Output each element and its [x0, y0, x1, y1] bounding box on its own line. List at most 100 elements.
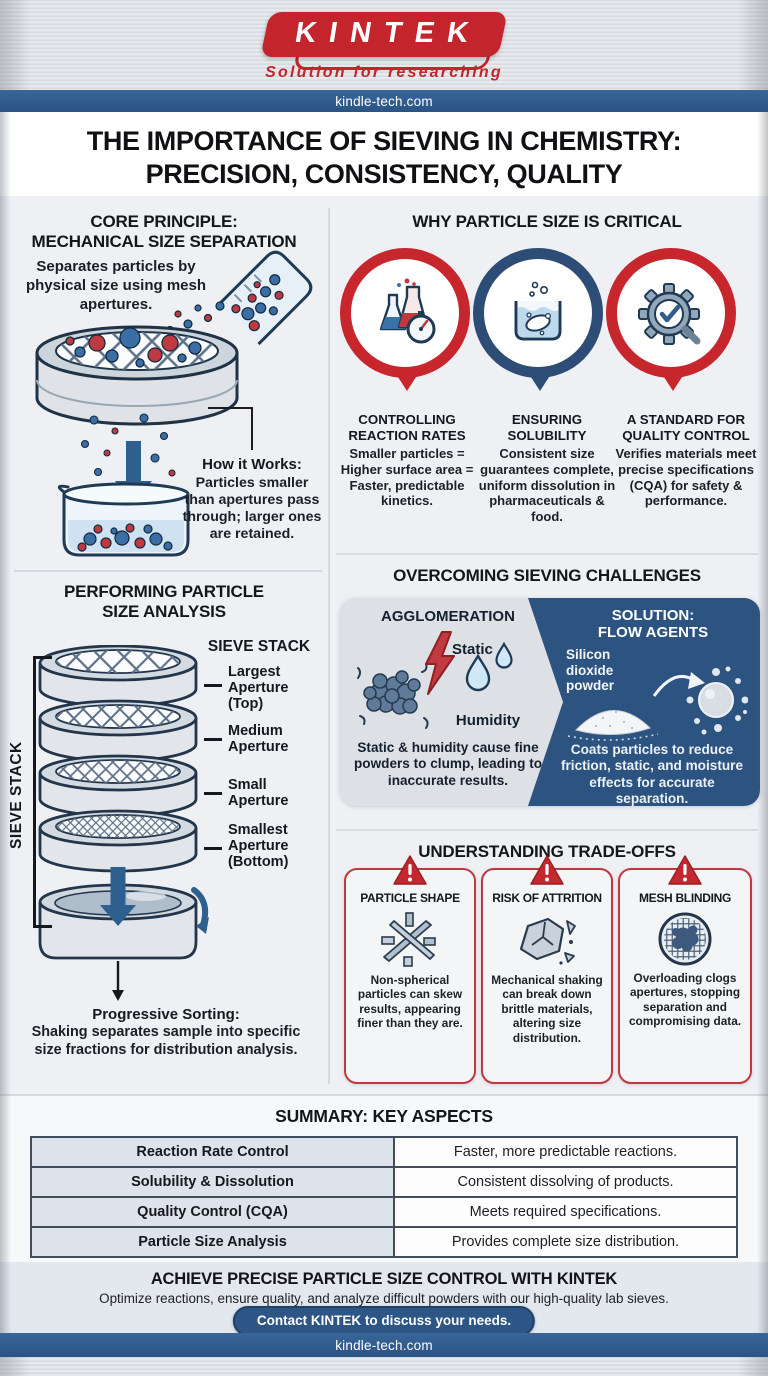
website-link[interactable]: kindle-tech.com: [335, 1337, 433, 1353]
stack-label-small: Small Aperture: [228, 777, 289, 810]
logo-text: KINTEK: [292, 17, 484, 49]
pouring-beaker: [217, 250, 313, 346]
page-title: THE IMPORTANCE OF SIEVING IN CHEMISTRY: …: [20, 125, 748, 192]
tick-3: [204, 792, 222, 795]
caption-title: ENSURING SOLUBILITY: [507, 412, 587, 443]
sieve-drum: [35, 325, 239, 426]
agglomeration-title: AGGLOMERATION: [381, 608, 515, 625]
left-divider: [14, 570, 322, 572]
curved-arrow-head: [196, 917, 209, 934]
circle-pointer: [662, 374, 684, 391]
size-analysis-heading: PERFORMING PARTICLE SIZE ANALYSIS: [64, 582, 264, 622]
summary-benefit: Meets required specifications.: [395, 1198, 736, 1226]
sieving-illustration: [35, 250, 313, 557]
how-it-works-text: Particles smaller than apertures pass th…: [182, 475, 322, 543]
solubility-caption: ENSURING SOLUBILITY Consistent size guar…: [477, 412, 617, 524]
humidity-label: Humidity: [455, 712, 521, 729]
caption-text: Verifies materials meet precise specific…: [615, 446, 757, 509]
core-principle-description: Separates particles by physical size usi…: [25, 258, 207, 313]
progressive-sorting-label: Progressive Sorting:: [92, 1006, 240, 1023]
summary-aspect: Particle Size Analysis: [32, 1228, 393, 1256]
summary-benefit: Provides complete size distribution.: [395, 1228, 736, 1256]
sieve-1: [38, 645, 198, 708]
sieve-stack-title: SIEVE STACK: [207, 638, 311, 655]
collection-beaker: [57, 482, 190, 557]
flasks-stopwatch-icon: [379, 278, 436, 344]
droplets-icon: [465, 641, 513, 692]
top-website-bar: kindle-tech.com: [0, 90, 768, 112]
page-title-line2: PRECISION, CONSISTENCY, QUALITY: [145, 159, 623, 190]
stack-label-smallest: Smallest Aperture (Bottom): [228, 822, 289, 871]
brand-logo: KINTEK Solution for researching: [0, 12, 768, 82]
warning-icon: [393, 855, 427, 885]
website-link[interactable]: kindle-tech.com: [335, 93, 433, 109]
flow-agent-label: Silicon dioxide powder: [566, 647, 615, 694]
cracked-rock-icon: [519, 917, 576, 965]
caption-title: CONTROLLING REACTION RATES: [348, 412, 466, 443]
quality-control-circle: [606, 248, 740, 398]
page-title-line1: THE IMPORTANCE OF SIEVING IN CHEMISTRY:: [86, 126, 682, 156]
gear-check-magnifier-icon: [638, 283, 701, 345]
stack-down-arrow-icon: [100, 867, 136, 926]
card-title: RISK OF ATTRITION: [492, 891, 602, 905]
sieve-3: [38, 754, 198, 818]
stack-bracket: [33, 656, 52, 928]
how-it-works-label: How it Works:: [202, 456, 302, 473]
cta-subtext: Optimize reactions, ensure quality, and …: [99, 1291, 669, 1306]
logo-box: KINTEK: [260, 12, 508, 57]
warning-icon: [530, 855, 564, 885]
card-text: Non-spherical particles can skew results…: [357, 973, 463, 1031]
solution-title: SOLUTION: FLOW AGENTS: [597, 607, 709, 642]
flow-agent-icons: [567, 666, 748, 741]
attrition-card: RISK OF ATTRITION Mechanical shaking can…: [481, 855, 613, 1084]
reaction-rates-circle: [340, 248, 474, 398]
card-text: Mechanical shaking can break down brittl…: [491, 973, 603, 1045]
card-text: Overloading clogs apertures, stopping se…: [628, 971, 742, 1029]
summary-aspect: Solubility & Dissolution: [32, 1168, 393, 1196]
cta-heading: ACHIEVE PRECISE PARTICLE SIZE CONTROL WI…: [150, 1270, 618, 1288]
falling-particles: [80, 413, 176, 477]
leader-line: [208, 407, 253, 450]
circle-pointer: [396, 374, 418, 391]
needle-particles-icon: [381, 912, 436, 967]
stack-label-medium: Medium Aperture: [228, 723, 289, 756]
sieve-4: [38, 809, 198, 873]
sieve-2: [38, 699, 198, 763]
sieve-stack-illustration: [38, 645, 209, 1001]
warning-icon: [668, 855, 702, 885]
right-divider-1: [336, 553, 758, 555]
particle-shape-card: PARTICLE SHAPE Non-spherical particles c…: [344, 855, 476, 1084]
caption-title: A STANDARD FOR QUALITY CONTROL: [622, 412, 750, 443]
powder-pile-icon: [567, 710, 659, 741]
solubility-circle: [473, 248, 607, 398]
circle-pointer: [529, 374, 551, 391]
clogged-mesh-icon: [658, 912, 712, 966]
stack-label-largest: Largest Aperture (Top): [228, 664, 289, 713]
tick-1: [204, 684, 222, 687]
card-title: PARTICLE SHAPE: [360, 891, 460, 905]
sieve-stack-side-label: SIEVE STACK: [8, 741, 25, 849]
caption-text: Consistent size guarantees complete, uni…: [478, 446, 616, 524]
dissolution-beaker-icon: [514, 281, 562, 341]
tradeoffs-heading: UNDERSTANDING TRADE-OFFS: [418, 842, 676, 861]
coating-arrow-icon: [652, 675, 695, 697]
title-band: [0, 112, 768, 196]
core-principle-heading: CORE PRINCIPLE: MECHANICAL SIZE SEPARATI…: [31, 212, 297, 252]
powder-clump-icon: [357, 663, 429, 729]
mesh-blinding-card: MESH BLINDING Overloading clogs aperture…: [618, 855, 752, 1084]
reaction-rates-caption: CONTROLLING REACTION RATES Smaller parti…: [337, 412, 477, 509]
lightning-icon: [425, 631, 455, 695]
challenges-heading: OVERCOMING SIEVING CHALLENGES: [393, 566, 701, 585]
summary-divider: [0, 1094, 768, 1096]
tick-4: [204, 847, 222, 850]
agglomeration-text: Static & humidity cause fine powders to …: [353, 740, 543, 788]
quality-control-caption: A STANDARD FOR QUALITY CONTROL Verifies …: [615, 412, 757, 509]
summary-aspect: Quality Control (CQA): [32, 1198, 393, 1226]
contact-button[interactable]: Contact KINTEK to discuss your needs.: [232, 1306, 536, 1336]
solution-text: Coats particles to reduce friction, stat…: [560, 742, 744, 806]
card-title: MESH BLINDING: [638, 891, 732, 905]
column-divider: [328, 208, 330, 1084]
brand-tagline: Solution for researching: [265, 64, 503, 81]
progressive-sorting-text: Shaking separates sample into specific s…: [31, 1024, 301, 1058]
